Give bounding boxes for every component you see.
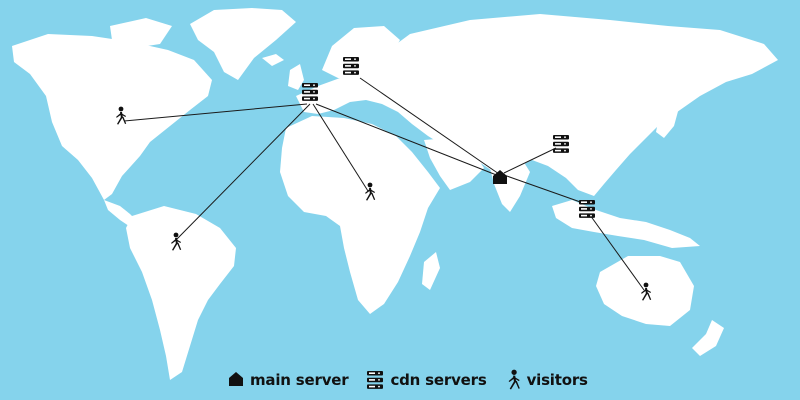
link-main-server-to-china-cdn [503, 147, 557, 174]
madagascar [422, 252, 440, 290]
walking-person-icon [508, 369, 520, 390]
cdn-server-icon-china [553, 135, 569, 153]
legend-cdn-servers: cdn servers [366, 370, 487, 390]
connection-lines [123, 77, 645, 291]
main-server-icon [493, 170, 507, 184]
map-legend: main server cdn servers visitors [228, 368, 606, 392]
iceland [262, 54, 284, 66]
legend-main-server: main server [228, 371, 349, 389]
canadian-arctic-islands [110, 18, 172, 48]
legend-main-server-label: main server [250, 371, 349, 389]
link-europe-cdn-to-africa-visitor [312, 103, 369, 192]
new-zealand [692, 320, 724, 356]
server-stack-icon [367, 371, 384, 389]
cdn-server-icon-europe [302, 83, 318, 101]
legend-cdn-servers-label: cdn servers [390, 371, 487, 389]
cdn-server-icon-southeast-asia [579, 200, 595, 218]
link-europe-cdn-to-main-server [315, 103, 500, 177]
indian-subcontinent [488, 156, 530, 212]
south-america [126, 206, 236, 380]
uk-ireland [288, 64, 304, 90]
legend-visitors-label: visitors [526, 371, 588, 389]
link-asia-cdn-to-australia-visitor [589, 214, 645, 291]
link-europe-cdn-to-north-america-visitor [123, 103, 308, 122]
arabian-peninsula [424, 138, 484, 190]
land-masses [12, 8, 778, 380]
home-icon [229, 372, 243, 386]
cdn-server-icon-scandinavia [343, 57, 359, 75]
southeast-asia-islands [552, 200, 700, 248]
legend-visitors: visitors [505, 369, 588, 391]
greenland [190, 8, 296, 80]
africa [280, 116, 440, 314]
link-main-server-to-asia-cdn [503, 174, 587, 205]
japan [656, 98, 680, 138]
europe-asia [296, 14, 778, 196]
link-europe-cdn-to-south-america-visitor [175, 103, 311, 241]
link-scandinavia-cdn-to-main-server [359, 77, 500, 175]
north-america [12, 34, 212, 200]
